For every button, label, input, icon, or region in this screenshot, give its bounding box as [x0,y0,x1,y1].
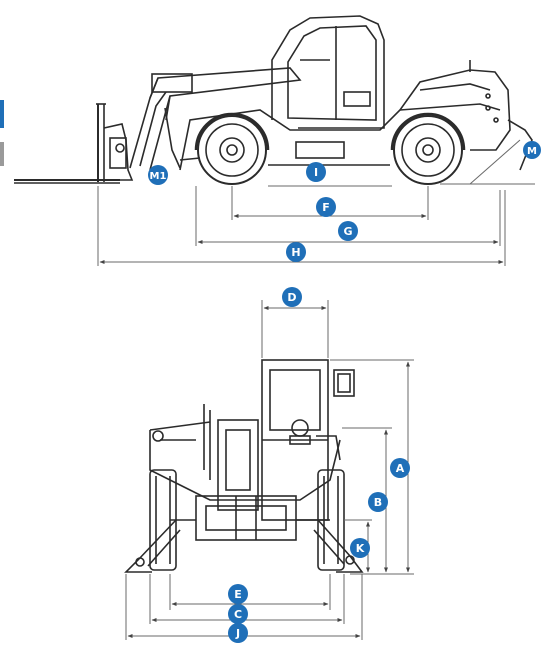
svg-text:E: E [234,588,242,601]
front-wheel [194,112,270,185]
badge-m1: M1 [148,165,168,185]
svg-text:F: F [322,201,330,214]
svg-text:C: C [234,608,242,621]
badge-c: C [228,604,248,624]
rear-wheel [390,112,466,185]
telescopic-boom [129,67,302,171]
front-boom [203,404,259,511]
chassis [179,60,533,171]
front-cab [261,359,355,521]
fork-carriage [103,123,134,181]
cab [271,15,385,129]
svg-text:D: D [287,291,296,304]
front-body [149,419,341,501]
svg-text:I: I [314,166,318,179]
front-axle [170,495,330,541]
stabilizers [124,519,364,573]
badge-a: A [390,458,410,478]
front-dimensions [125,300,414,640]
badge-i: I [306,162,326,182]
svg-text:H: H [291,246,300,259]
badge-j: J [228,623,248,643]
badge-d: D [282,287,302,307]
svg-text:M1: M1 [150,171,167,182]
badge-m: M [523,141,541,159]
edge-tab-blue [0,100,4,128]
svg-text:B: B [374,496,382,509]
badge-g: G [338,221,358,241]
forks [14,103,120,184]
svg-text:M: M [527,146,537,157]
badge-k: K [350,538,370,558]
svg-text:A: A [396,462,405,475]
svg-text:G: G [343,225,352,238]
svg-text:K: K [356,542,365,555]
svg-text:J: J [235,627,240,640]
badge-f: F [316,197,336,217]
edge-tab-grey [0,142,4,166]
side-view [0,15,535,185]
badge-e: E [228,584,248,604]
badge-h: H [286,242,306,262]
badge-b: B [368,492,388,512]
front-view [124,359,364,573]
